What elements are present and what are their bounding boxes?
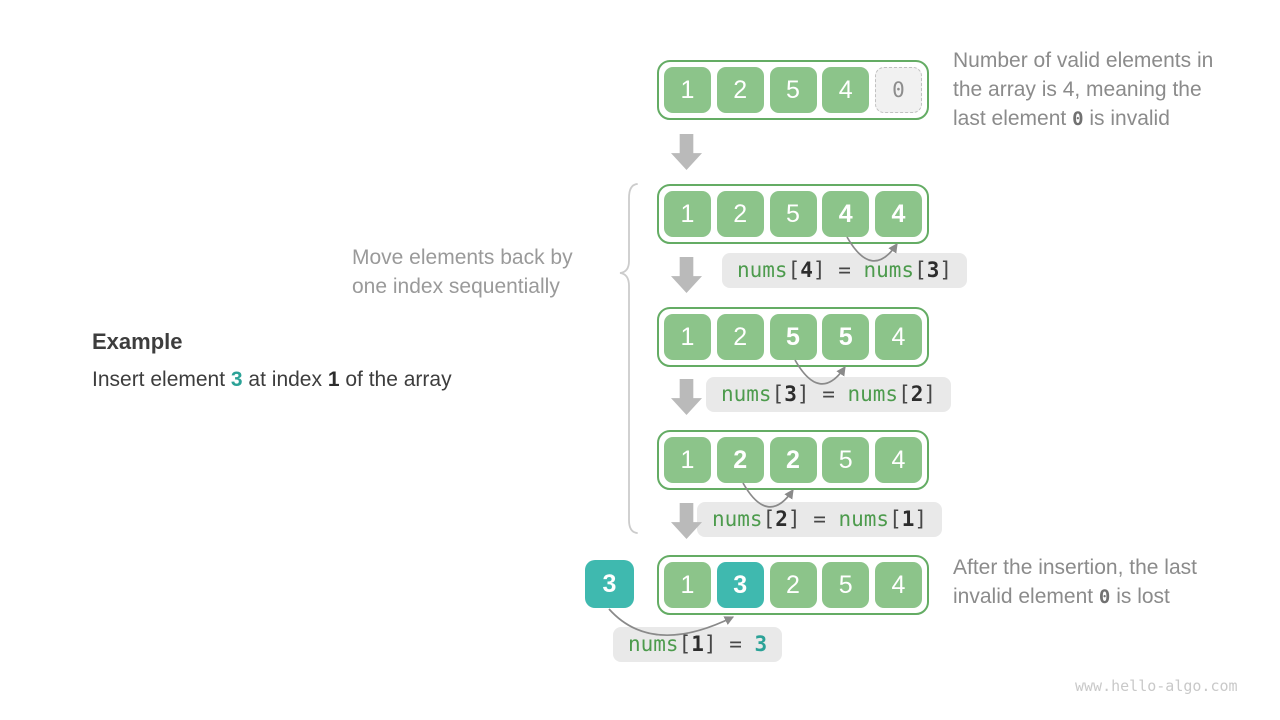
array-row-shift-2: 1 2 5 5 4: [657, 307, 929, 367]
array-cell: 5: [769, 191, 817, 237]
insert-value-text: 3: [230, 368, 243, 391]
array-cell: 2: [769, 437, 817, 483]
array-cell: 2: [716, 67, 764, 113]
example-subtitle: Insert element 3 at index 1 of the array: [92, 368, 452, 391]
insert-index-text: 1: [327, 368, 340, 391]
note-line: invalid element 0 is lost: [953, 585, 1170, 608]
array-row-result: 1 3 2 5 4: [657, 555, 929, 615]
invalid-zero-code: 0: [1098, 586, 1111, 608]
array-cell: 5: [822, 437, 870, 483]
invalid-zero-code: 0: [1072, 108, 1084, 130]
array-cell: 4: [875, 437, 922, 483]
note-after-insertion: After the insertion, the last invalid el…: [953, 553, 1197, 612]
array-row-initial: 1 2 5 4 0: [657, 60, 929, 120]
array-cell: 5: [822, 562, 870, 608]
array-cell: 4: [875, 191, 922, 237]
down-arrow-icon: [671, 134, 702, 170]
array-cell-inserted: 3: [716, 562, 764, 608]
array-cell: 2: [769, 562, 817, 608]
array-cell: 5: [769, 67, 817, 113]
brace-icon: [619, 183, 638, 534]
assignment-label-insert: nums[1] = 3: [613, 627, 783, 662]
note-line: last element 0 is invalid: [953, 107, 1170, 130]
note-valid-elements: Number of valid elements in the array is…: [953, 46, 1213, 134]
array-cell: 2: [716, 437, 764, 483]
array-cell: 1: [664, 191, 711, 237]
array-row-shift-1: 1 2 5 4 4: [657, 184, 929, 244]
down-arrow-icon: [671, 257, 702, 293]
array-cell: 5: [769, 314, 817, 360]
array-cell: 4: [875, 314, 922, 360]
assignment-label-2: nums[3] = nums[2]: [706, 377, 952, 412]
array-cell: 1: [664, 67, 711, 113]
array-cell: 1: [664, 562, 711, 608]
note-line: After the insertion, the last: [953, 556, 1197, 579]
move-note: Move elements back by one index sequenti…: [352, 246, 573, 298]
array-cell: 1: [664, 314, 711, 360]
down-arrow-icon: [671, 379, 702, 415]
note-line: Number of valid elements in: [953, 49, 1214, 72]
array-cell: 4: [875, 562, 922, 608]
note-line: the array is 4, meaning the: [953, 78, 1202, 101]
array-cell: 5: [822, 314, 870, 360]
array-cell: 4: [822, 67, 870, 113]
array-row-shift-3: 1 2 2 5 4: [657, 430, 929, 490]
watermark: www.hello-algo.com: [1075, 677, 1238, 695]
array-cell: 2: [716, 314, 764, 360]
inserted-element-box: 3: [585, 560, 634, 608]
array-cell-invalid: 0: [875, 67, 922, 113]
array-cell: 2: [716, 191, 764, 237]
array-cell: 1: [664, 437, 711, 483]
array-cell: 4: [822, 191, 870, 237]
assignment-label-3: nums[2] = nums[1]: [697, 502, 943, 537]
assignment-label-1: nums[4] = nums[3]: [722, 253, 968, 288]
example-title: Example: [92, 329, 183, 354]
